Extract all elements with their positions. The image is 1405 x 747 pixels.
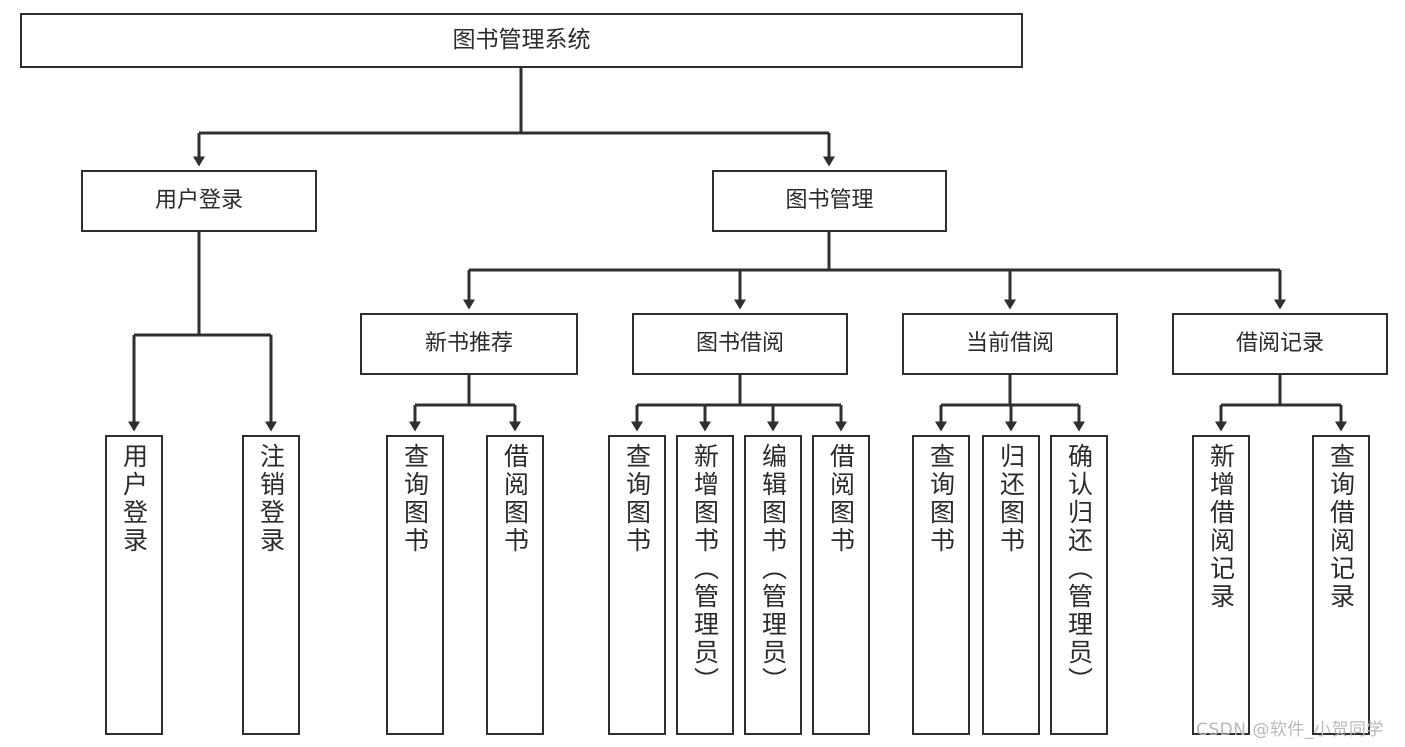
node-book-borrow[interactable]: 图书借阅 [632, 313, 848, 375]
node-current-borrow[interactable]: 当前借阅 [902, 313, 1118, 375]
leaf-user-login-label: 用户登录 [119, 443, 149, 555]
node-book-management-label: 图书管理 [785, 188, 874, 213]
leaf-add-borrow-record[interactable]: 新增借阅记录 [1192, 435, 1250, 735]
node-book-management[interactable]: 图书管理 [712, 170, 947, 232]
node-root[interactable]: 图书管理系统 [20, 13, 1023, 68]
leaf-borrow-book[interactable]: 借阅图书 [812, 435, 870, 735]
leaf-edit-book-admin[interactable]: 编辑图书（管理员） [744, 435, 802, 735]
leaf-query-book-recommend-label: 查询图书 [400, 443, 430, 555]
leaf-return-book-label: 归还图书 [996, 443, 1026, 555]
leaf-borrow-book-recommend-label: 借阅图书 [500, 443, 530, 555]
leaf-logout[interactable]: 注销登录 [242, 435, 300, 735]
leaf-add-book-admin[interactable]: 新增图书（管理员） [676, 435, 734, 735]
leaf-query-book-borrow-label: 查询图书 [622, 443, 652, 555]
leaf-logout-label: 注销登录 [256, 443, 286, 555]
leaf-query-book-current-label: 查询图书 [926, 443, 956, 555]
leaf-borrow-book-label: 借阅图书 [826, 443, 856, 555]
leaf-confirm-return-admin[interactable]: 确认归还（管理员） [1050, 435, 1108, 735]
node-borrow-records[interactable]: 借阅记录 [1172, 313, 1388, 375]
leaf-add-book-admin-label: 新增图书（管理员） [690, 443, 720, 695]
leaf-confirm-return-admin-label: 确认归还（管理员） [1064, 443, 1094, 695]
node-borrow-records-label: 借阅记录 [1235, 331, 1324, 356]
leaf-user-login[interactable]: 用户登录 [105, 435, 163, 735]
leaf-return-book[interactable]: 归还图书 [982, 435, 1040, 735]
leaf-query-borrow-record-label: 查询借阅记录 [1326, 443, 1356, 611]
csdn-watermark: CSDN @软件_小贺同学 [1196, 720, 1384, 740]
leaf-add-borrow-record-label: 新增借阅记录 [1206, 443, 1236, 611]
node-root-label: 图书管理系统 [452, 27, 591, 53]
leaf-query-borrow-record[interactable]: 查询借阅记录 [1312, 435, 1370, 735]
node-user-login[interactable]: 用户登录 [81, 170, 317, 232]
node-book-borrow-label: 图书借阅 [695, 331, 784, 356]
node-new-book-recommend[interactable]: 新书推荐 [360, 313, 578, 375]
node-current-borrow-label: 当前借阅 [965, 331, 1054, 356]
leaf-query-book-current[interactable]: 查询图书 [912, 435, 970, 735]
leaf-edit-book-admin-label: 编辑图书（管理员） [758, 443, 788, 695]
leaf-borrow-book-recommend[interactable]: 借阅图书 [486, 435, 544, 735]
node-new-book-recommend-label: 新书推荐 [424, 331, 513, 356]
node-user-login-label: 用户登录 [154, 188, 243, 213]
leaf-query-book-recommend[interactable]: 查询图书 [386, 435, 444, 735]
leaf-query-book-borrow[interactable]: 查询图书 [608, 435, 666, 735]
